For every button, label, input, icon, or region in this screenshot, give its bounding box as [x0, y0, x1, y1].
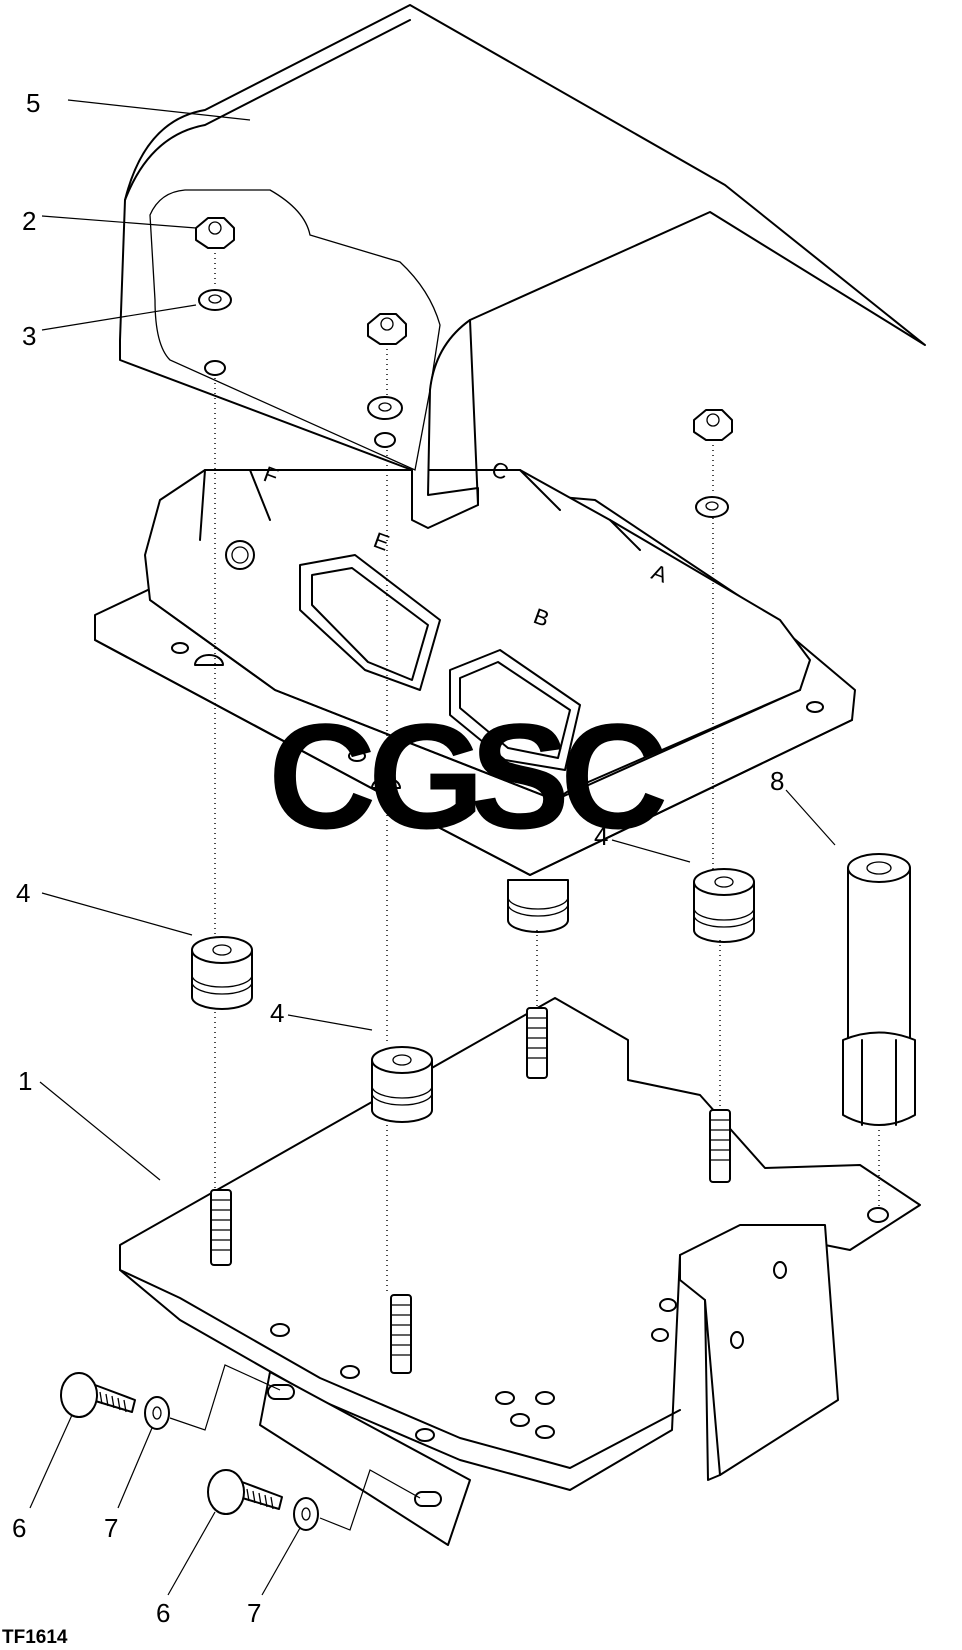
isolator-mount-center	[371, 1046, 433, 1123]
callout-5: 5	[26, 88, 40, 118]
callout-4-right: 4	[594, 821, 608, 851]
standoff-spacer	[842, 853, 916, 1126]
callout-3: 3	[22, 321, 36, 351]
watermark-letter-c2: C	[560, 692, 668, 860]
stud-front-center	[390, 1294, 412, 1374]
callout-8: 8	[770, 766, 784, 796]
nut-left	[195, 217, 235, 249]
mounting-plate	[119, 997, 921, 1546]
washer-center	[367, 396, 403, 420]
round-connector	[225, 540, 255, 570]
nut-center	[367, 313, 407, 345]
assembly-centerlines	[214, 248, 880, 1292]
connector-e-socket	[299, 554, 441, 691]
callout-7-lower: 7	[247, 1598, 261, 1628]
watermark: C G S C	[268, 692, 668, 860]
callout-6-lower: 6	[156, 1598, 170, 1628]
lock-washer-upper	[144, 1396, 170, 1430]
cover	[119, 4, 926, 529]
callout-4-center: 4	[270, 998, 284, 1028]
watermark-letter-g: G	[368, 692, 485, 860]
isolator-mount-rear-right	[693, 868, 755, 943]
watermark-letter-s: S	[470, 692, 570, 860]
lock-washer-lower	[293, 1497, 319, 1531]
isolator-mount-rear-left	[507, 879, 569, 933]
nut-right	[693, 409, 733, 441]
stud-rear-left	[526, 1007, 548, 1079]
isolator-mount-left	[191, 936, 253, 1010]
callout-6-upper: 6	[12, 1513, 26, 1543]
stud-rear-right	[709, 1109, 731, 1183]
watermark-letter-c1: C	[268, 692, 376, 860]
figure-id: TF1614	[2, 1627, 68, 1648]
connector-b-socket	[449, 649, 581, 771]
controller-unit	[94, 469, 856, 876]
bolt-lower	[207, 1469, 283, 1515]
washer-right	[695, 496, 729, 518]
stud-front-left	[210, 1189, 232, 1266]
leader-lines	[29, 99, 836, 1596]
callout-7-upper: 7	[104, 1513, 118, 1543]
callout-4-left: 4	[16, 878, 30, 908]
bolt-upper	[60, 1372, 136, 1418]
callout-2: 2	[22, 206, 36, 236]
washer-left	[198, 289, 232, 311]
callout-1: 1	[18, 1066, 32, 1096]
